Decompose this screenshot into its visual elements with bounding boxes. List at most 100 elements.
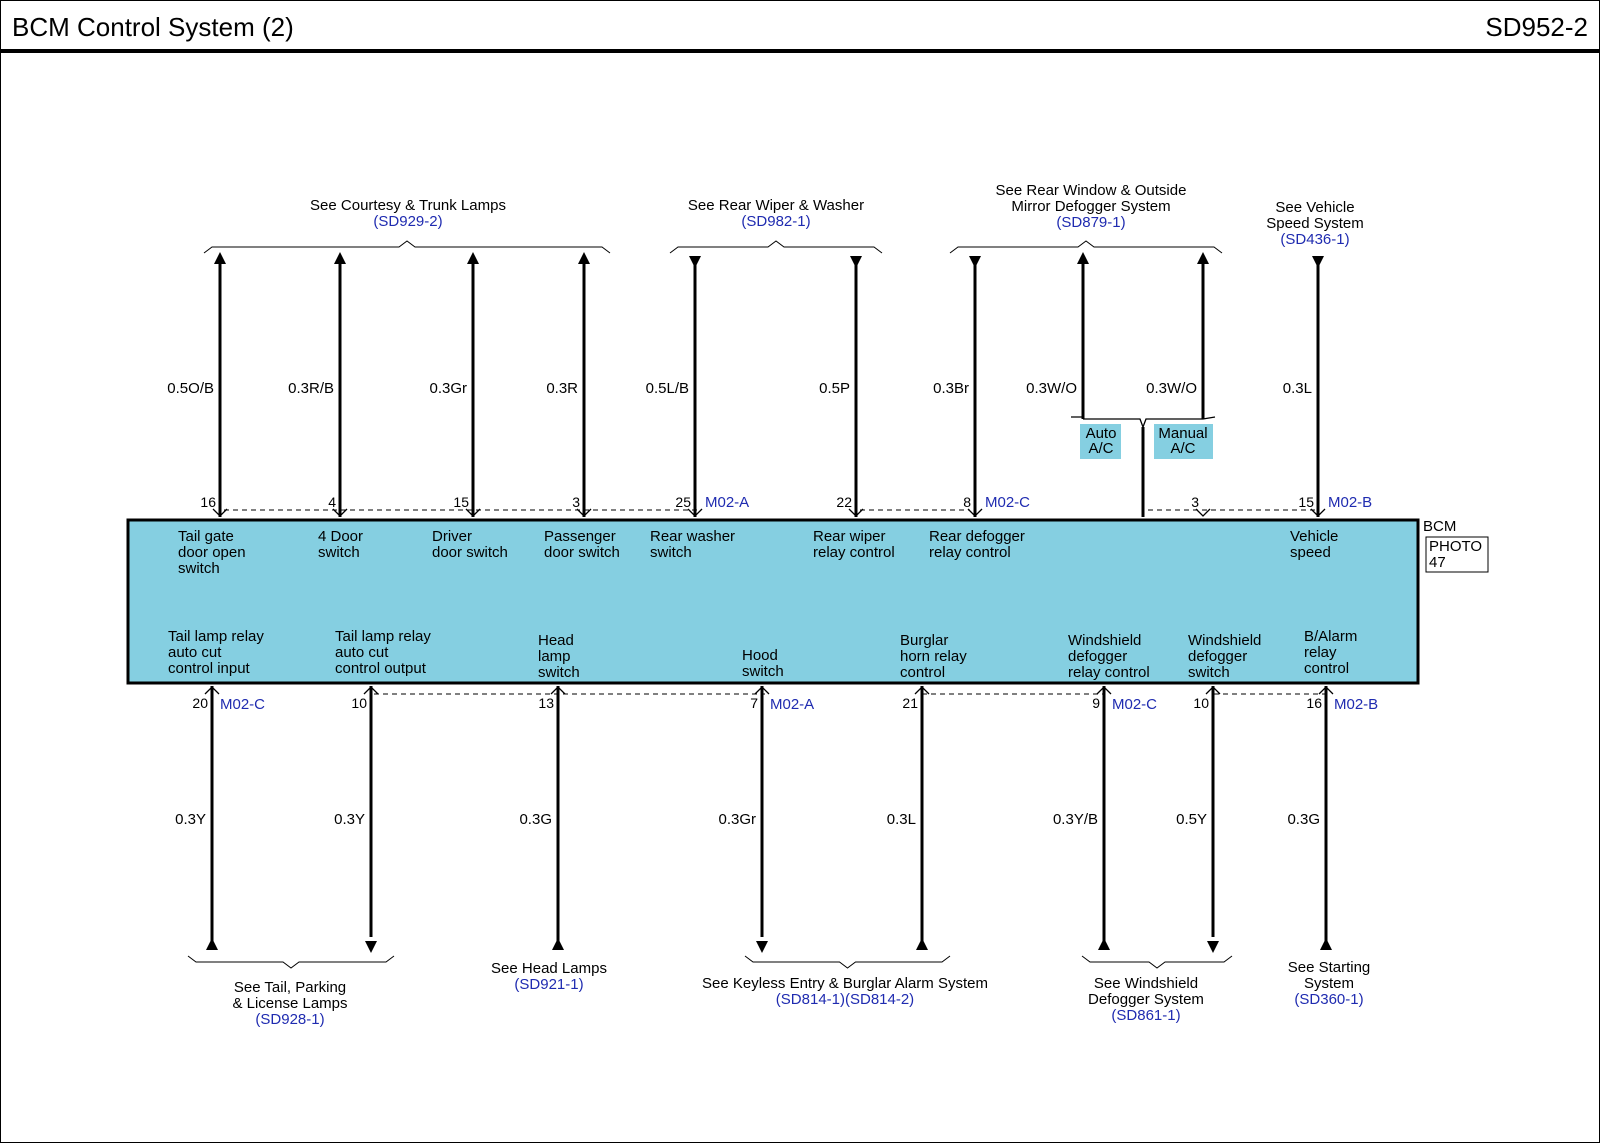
reference-caption: See Windshield: [1094, 975, 1198, 992]
connector-id: M02-A: [705, 494, 749, 511]
arrow-up-icon: [1098, 938, 1110, 950]
pin-marker: [1310, 508, 1326, 517]
pin-number: 21: [902, 695, 918, 711]
reference-caption: See Keyless Entry & Burglar Alarm System: [702, 975, 988, 992]
wire-spec: 0.3Gr: [429, 380, 467, 397]
pin-function-label: B/Alarm: [1304, 628, 1357, 645]
badge-label: Auto: [1086, 425, 1117, 442]
reference-link: (SD436-1): [1280, 231, 1349, 248]
pin-function-label: switch: [178, 560, 220, 577]
connector-id: M02-C: [220, 696, 265, 713]
pin-function-label: switch: [318, 544, 360, 561]
pin-marker: [550, 686, 566, 695]
pin-function-label: Windshield: [1068, 632, 1141, 649]
group-brace: [949, 240, 1223, 254]
photo-reference-box: [1425, 536, 1489, 573]
pin-number: 15: [453, 494, 469, 510]
wire-spec: 0.3L: [887, 811, 916, 828]
photo-label: PHOTO: [1429, 538, 1482, 555]
pin-function-label: Driver: [432, 528, 472, 545]
pin-function-label: Windshield: [1188, 632, 1261, 649]
pin-marker: [1318, 686, 1334, 695]
pin-marker: [363, 686, 379, 695]
pin-function-label: Rear washer: [650, 528, 735, 545]
branch-line: [1083, 416, 1216, 429]
pin-number: 10: [1193, 695, 1209, 711]
pin-function-label: Tail gate: [178, 528, 234, 545]
pin-marker: [576, 508, 592, 517]
pin-marker: [212, 508, 228, 517]
pin-marker: [332, 508, 348, 517]
arrow-up-icon: [552, 938, 564, 950]
pin-function-label: auto cut: [335, 644, 389, 661]
wire-spec: 0.3Y/B: [1053, 811, 1098, 828]
reference-caption: See Rear Wiper & Washer: [688, 197, 864, 214]
pin-number: 9: [1092, 695, 1100, 711]
badge-label: A/C: [1170, 440, 1195, 457]
wire-spec: 0.3G: [519, 811, 552, 828]
pin-function-label: Rear defogger: [929, 528, 1025, 545]
pin-number: 10: [351, 695, 367, 711]
pin-function-label: door open: [178, 544, 246, 561]
pin-function-label: lamp: [538, 648, 571, 665]
reference-caption: See Head Lamps: [491, 960, 607, 977]
pin-function-label: Head: [538, 632, 574, 649]
pin-function-label: Hood: [742, 647, 778, 664]
wire-spec: 0.3Y: [175, 811, 206, 828]
pin-marker: [914, 686, 930, 695]
arrow-down-icon: [1312, 256, 1324, 268]
pin-marker: [465, 508, 481, 517]
pin-number: 25: [675, 494, 691, 510]
reference-caption: See Starting: [1288, 959, 1371, 976]
branch-line: [1071, 416, 1084, 419]
reference-caption: See Tail, Parking: [234, 979, 346, 996]
manual-ac-badge: [1154, 424, 1213, 459]
wire-spec: 0.5O/B: [167, 380, 214, 397]
group-brace: [1081, 955, 1233, 969]
wire-spec: 0.3Gr: [718, 811, 756, 828]
wire-spec: 0.3W/O: [1026, 380, 1077, 397]
pin-function-label: switch: [650, 544, 692, 561]
pin-number: 7: [750, 695, 758, 711]
wire-spec: 0.3Br: [933, 380, 969, 397]
pin-number: 22: [836, 494, 852, 510]
reference-link: (SD861-1): [1111, 1007, 1180, 1024]
pin-function-label: defogger: [1068, 648, 1127, 665]
pin-number: 4: [328, 494, 336, 510]
wire-spec: 0.3L: [1283, 380, 1312, 397]
reference-link: (SD360-1): [1294, 991, 1363, 1008]
group-brace: [669, 240, 883, 254]
pin-function-label: control: [900, 664, 945, 681]
reference-link: (SD929-2): [373, 213, 442, 230]
bcm-module-box: [126, 518, 1420, 685]
wire-spec: 0.3R: [546, 380, 578, 397]
arrow-down-icon: [756, 941, 768, 953]
connector-id: M02-B: [1328, 494, 1372, 511]
arrow-up-icon: [1197, 252, 1209, 264]
pin-function-label: relay control: [813, 544, 895, 561]
pin-number: 3: [572, 494, 580, 510]
page-code: SD952-2: [1485, 12, 1588, 42]
arrow-up-icon: [1077, 252, 1089, 264]
pin-marker: [687, 508, 703, 517]
pin-number: 13: [538, 695, 554, 711]
pin-function-label: switch: [1188, 664, 1230, 681]
pin-marker: [1096, 686, 1112, 695]
pin-function-label: door switch: [544, 544, 620, 561]
wire-spec: 0.3R/B: [288, 380, 334, 397]
arrow-up-icon: [467, 252, 479, 264]
group-brace: [187, 955, 395, 969]
group-brace: [744, 955, 951, 969]
pin-function-label: relay control: [929, 544, 1011, 561]
reference-link: (SD879-1): [1056, 214, 1125, 231]
wire-spec: 0.3Y: [334, 811, 365, 828]
pin-function-label: Burglar: [900, 632, 948, 649]
pin-marker: [1195, 508, 1211, 517]
pin-function-label: control: [1304, 660, 1349, 677]
pin-marker: [1205, 686, 1221, 695]
pin-marker: [204, 686, 220, 695]
photo-number: 47: [1429, 554, 1446, 571]
pin-number: 8: [963, 494, 971, 510]
reference-caption: Defogger System: [1088, 991, 1204, 1008]
reference-link: (SD928-1): [255, 1011, 324, 1028]
